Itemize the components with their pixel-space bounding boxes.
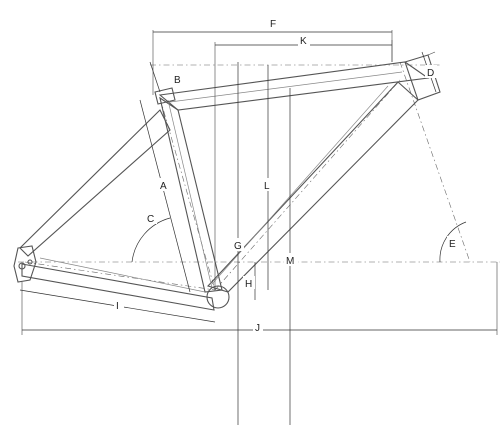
label-h: H	[245, 279, 252, 290]
label-b: B	[174, 75, 181, 86]
label-g: G	[234, 241, 242, 252]
dimension-lines	[19, 30, 498, 425]
label-j: J	[255, 323, 260, 334]
label-e: E	[449, 239, 456, 250]
label-d: D	[427, 68, 434, 79]
dimension-labels: F K B D A L C G E M H I J	[114, 17, 459, 334]
bike-frame	[13, 54, 441, 311]
label-l: L	[264, 181, 270, 192]
label-m: M	[286, 256, 294, 267]
label-a: A	[160, 181, 167, 192]
label-i: I	[116, 301, 119, 312]
center-lines	[18, 61, 500, 291]
label-f: F	[270, 19, 276, 30]
label-c: C	[147, 214, 154, 225]
label-k: K	[300, 36, 307, 47]
